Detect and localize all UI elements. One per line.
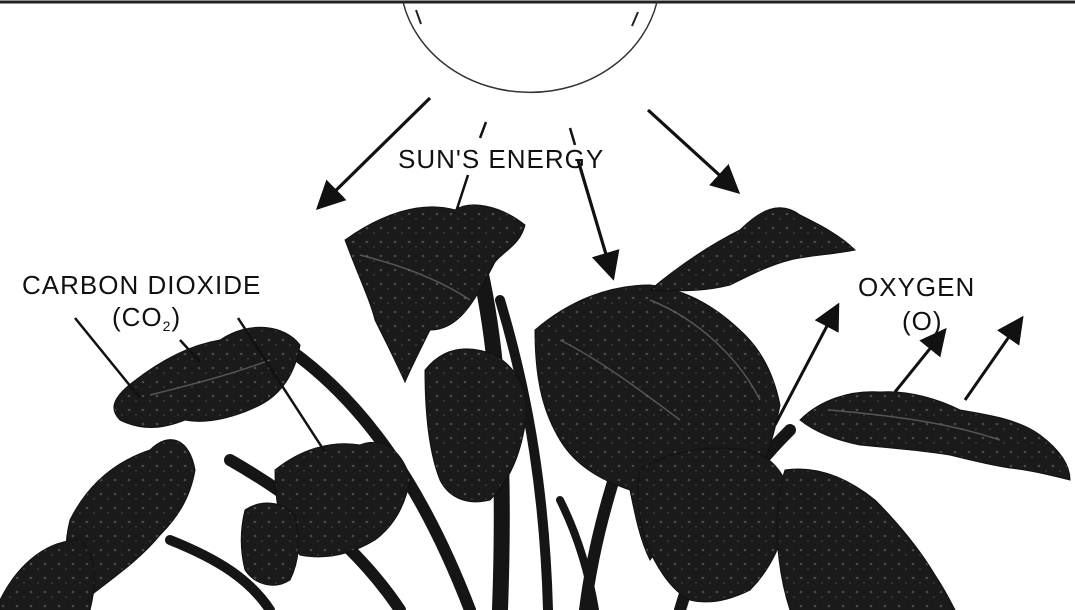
sun-marks — [416, 10, 638, 26]
oxygen-arrow-3 — [965, 318, 1022, 400]
leaf-left-bottom — [0, 540, 94, 610]
leaf-left-mid — [114, 327, 300, 427]
leaf-bottom-right — [777, 469, 955, 610]
label-oxygen: OXYGEN — [858, 272, 975, 302]
label-co2-formula: (CO2) — [112, 302, 181, 334]
co2-subscript: 2 — [163, 318, 172, 334]
sun-arrow-right — [648, 110, 738, 192]
sun-arrow-center — [578, 160, 613, 278]
co2-open: (CO — [112, 302, 163, 332]
sun-arrow-stub-left — [480, 122, 486, 138]
leaf-center-low — [241, 503, 298, 585]
oxygen-arrow-2 — [895, 330, 945, 392]
label-carbon-dioxide: CARBON DIOXIDE — [22, 270, 261, 300]
label-suns-energy: SUN'S ENERGY — [398, 144, 604, 174]
plant-leaves — [0, 205, 1070, 610]
co2-close: ) — [171, 302, 181, 332]
sun-outline — [403, 2, 657, 92]
leaf-right-lower — [638, 448, 790, 602]
sun-arrow-stub-right — [570, 128, 575, 145]
leaf-top-right — [650, 208, 855, 291]
leaf-far-right — [800, 392, 1070, 480]
label-oxygen-formula: (O) — [902, 306, 943, 336]
leaf-center-dark — [425, 349, 526, 502]
